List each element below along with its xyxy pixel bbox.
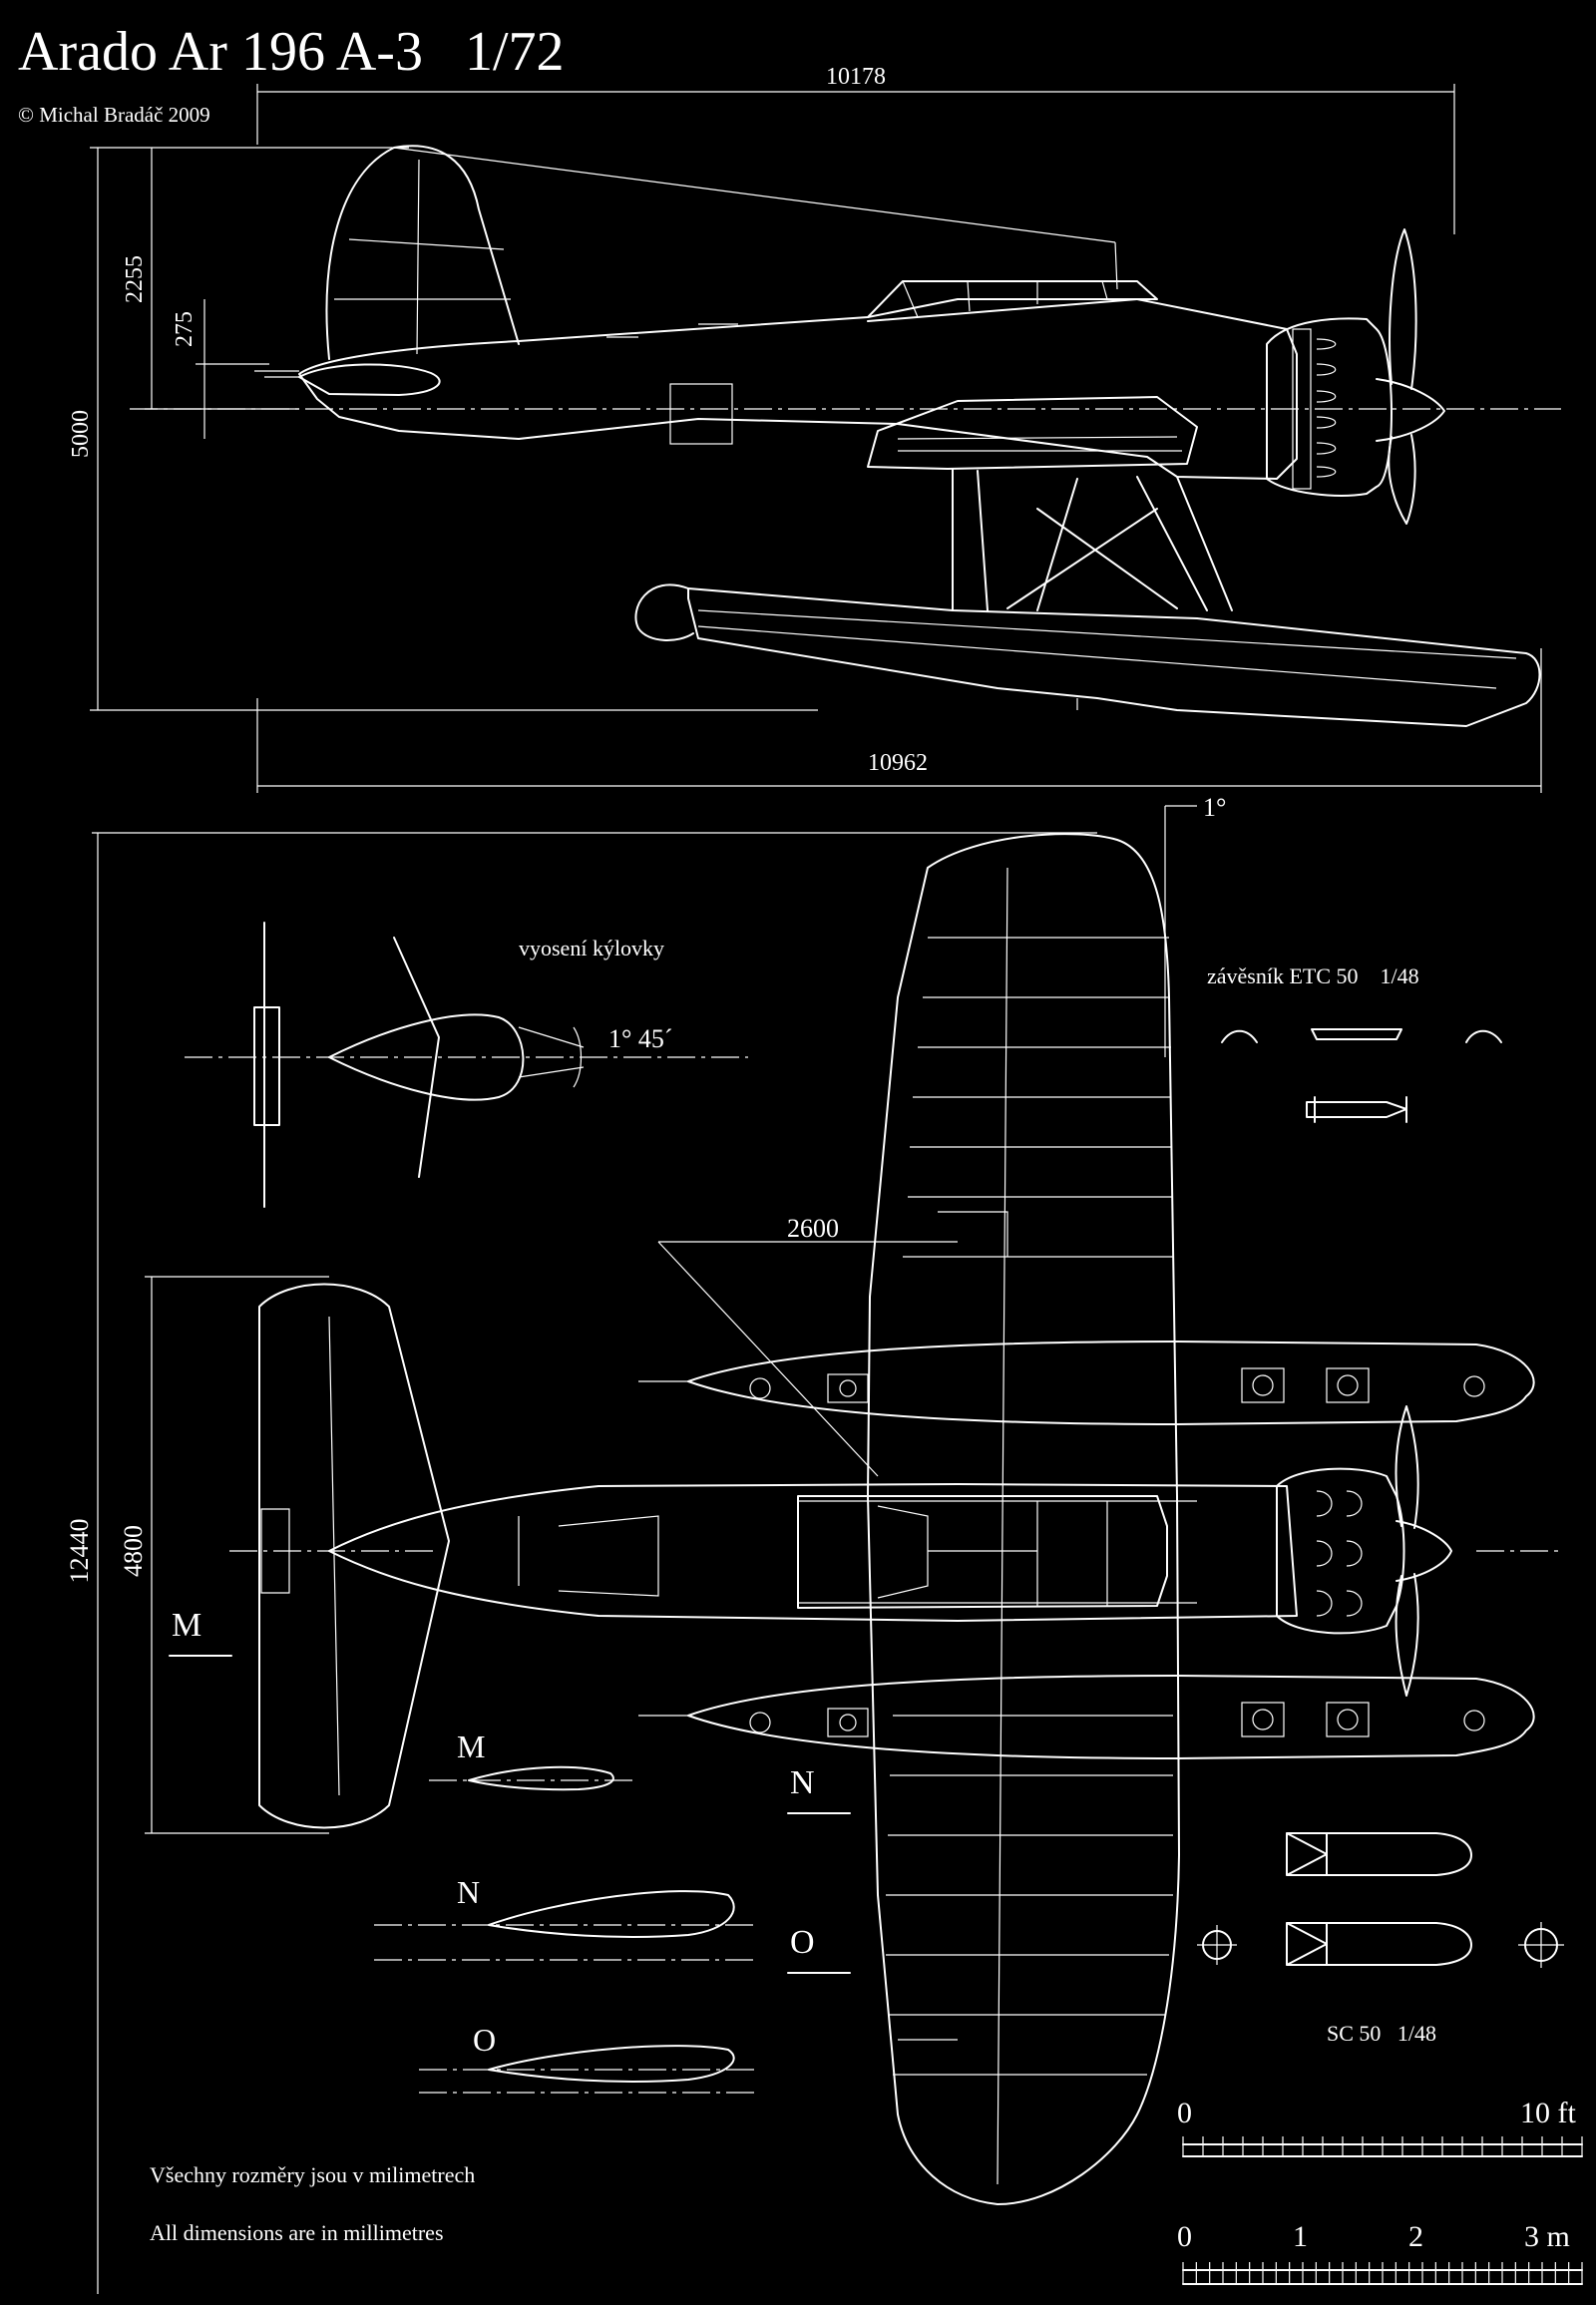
scale-m-tick-2: 2	[1408, 2220, 1423, 2253]
scale-bar-feet: 0 10 ft	[1177, 2097, 1583, 2157]
scale-m-tick-1: 1	[1293, 2220, 1308, 2253]
section-o-label: O	[473, 2022, 496, 2058]
bomb-caption: SC 50 1/48	[1327, 2021, 1436, 2046]
fin-offset-angle: 1° 45´	[608, 1024, 673, 1053]
section-n-label: N	[457, 1874, 480, 1910]
section-n-label-wing: N	[790, 1764, 815, 1801]
fin-offset-caption: vyosení kýlovky	[519, 936, 664, 960]
sc50-bomb-detail: SC 50 1/48	[1197, 1832, 1564, 2046]
dim-top-length: 10178	[826, 64, 886, 90]
note-en: All dimensions are in millimetres	[150, 2220, 444, 2245]
etc50-rack-detail: závěsník ETC 50 1/48	[1207, 963, 1502, 1123]
note-cz: Všechny rozměry jsou v milimetrech	[150, 2162, 475, 2187]
scale-m-tick-0: 0	[1177, 2220, 1192, 2253]
dim-float-spacing: 2600	[787, 1214, 839, 1243]
dim-overall-length: 10962	[868, 750, 928, 776]
dim-wing-dihedral: 1°	[1203, 793, 1226, 822]
dim-tailplane-span: 4800	[119, 1525, 148, 1577]
wing-sections: M M N N O O	[169, 1607, 851, 2094]
copyright-text: © Michal Bradáč 2009	[18, 103, 210, 127]
page-title: Arado Ar 196 A-3 1/72	[18, 21, 565, 83]
dim-span: 12440	[65, 1519, 94, 1584]
rack-caption: závěsník ETC 50 1/48	[1207, 963, 1419, 988]
dim-height-total: 5000	[68, 410, 94, 458]
scale-m-tick-3: 3 m	[1524, 2220, 1570, 2253]
section-m-label-left: M	[172, 1607, 201, 1644]
scale-ft-start: 0	[1177, 2097, 1192, 2129]
dim-tail-height: 2255	[122, 255, 148, 303]
scale-ft-end: 10 ft	[1520, 2097, 1576, 2129]
section-o-label-wing: O	[790, 1924, 815, 1961]
dim-tail-offset: 275	[172, 311, 198, 347]
scale-bar-metres: 0 1 2 3 m	[1177, 2220, 1583, 2285]
side-view: 10178 5000 2255 275	[68, 64, 1561, 793]
top-view: 2600	[229, 833, 1561, 2205]
section-m-label: M	[457, 1729, 485, 1764]
fin-offset-detail: vyosení kýlovky 1° 45´	[185, 922, 748, 1208]
